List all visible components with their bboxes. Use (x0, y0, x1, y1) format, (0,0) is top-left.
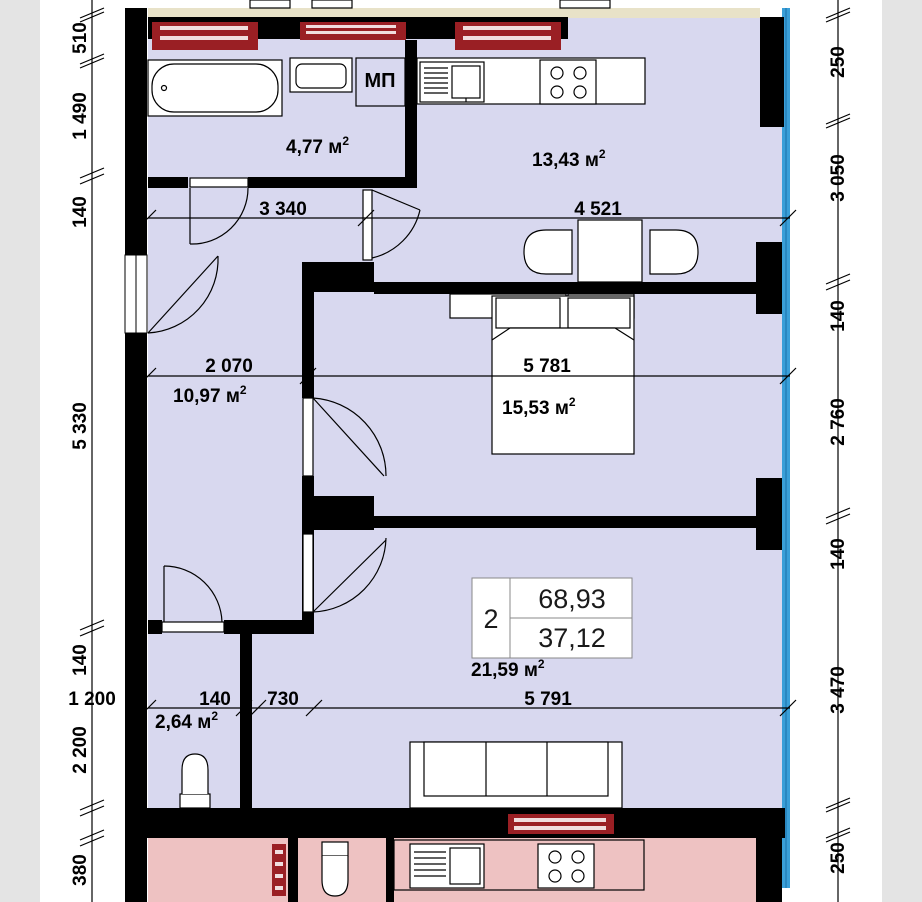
apartment-info-box: 2 68,93 37,12 (471, 577, 633, 659)
neighbor-counter (393, 839, 645, 891)
left-dimension-labels: 510 1 490 140 5 330 140 1 200 2 200 380 (68, 22, 116, 886)
neighbor-stove (537, 843, 595, 889)
bathroom-sink (289, 57, 353, 93)
dim-right-3050: 3 050 (828, 154, 849, 202)
utility-label: МП (364, 70, 395, 92)
dim-left-1200: 1 200 (68, 689, 116, 710)
double-bed (449, 293, 635, 455)
strip-top-beige (148, 8, 760, 18)
area-kitchen: 13,43 м2 (532, 147, 606, 171)
fixtures (147, 0, 699, 897)
area-hall: 10,97 м2 (173, 383, 247, 407)
dining-table (523, 219, 699, 283)
dim-140: 140 (199, 689, 231, 710)
dim-left-140a: 140 (70, 196, 91, 228)
right-dimension-labels: 250 3 050 140 2 760 140 3 470 250 (828, 46, 849, 874)
area-bathroom: 4,77 м2 (286, 134, 349, 158)
dim-right-140a: 140 (828, 300, 849, 332)
kitchen-sink (419, 61, 485, 103)
dim-right-250b: 250 (828, 842, 849, 874)
room-area-labels: 4,77 м2 13,43 м2 10,97 м2 15,53 м2 21,59… (155, 134, 606, 733)
area-wc: 2,64 м2 (155, 709, 218, 733)
dim-730: 730 (267, 689, 299, 710)
radiators (152, 22, 614, 896)
doors (147, 177, 421, 633)
dim-5791: 5 791 (524, 689, 572, 710)
neighbor-sink (409, 843, 485, 889)
dim-right-3470: 3 470 (828, 666, 849, 714)
dim-right-140b: 140 (828, 538, 849, 570)
inner-dimension-labels: 3 340 4 521 2 070 5 781 140 730 5 791 (199, 199, 622, 710)
dim-left-510: 510 (70, 22, 91, 54)
right-margin (882, 0, 922, 902)
rooms-count: 2 (483, 604, 498, 634)
dim-left-140b: 140 (70, 644, 91, 676)
dim-left-380: 380 (70, 854, 91, 886)
total-area: 68,93 (538, 584, 606, 614)
toilet (179, 753, 211, 809)
sofa (409, 741, 623, 809)
bathtub (147, 59, 283, 117)
dim-right-2760: 2 760 (828, 398, 849, 446)
dim-left-5330: 5 330 (70, 402, 91, 450)
radiator (272, 844, 286, 896)
left-margin (0, 0, 40, 902)
neighbor-toilet (321, 841, 349, 897)
dim-4521: 4 521 (574, 199, 622, 220)
stove (539, 59, 597, 105)
dimension-lines (79, 0, 851, 902)
dim-left-2200: 2 200 (70, 726, 91, 774)
utility-niche (355, 57, 406, 107)
radiator (508, 814, 614, 834)
area-living: 21,59 м2 (471, 657, 545, 681)
dim-3340: 3 340 (259, 199, 307, 220)
dim-5781: 5 781 (523, 356, 571, 377)
dim-right-250a: 250 (828, 46, 849, 78)
dim-2070: 2 070 (205, 356, 253, 377)
living-area: 37,12 (538, 623, 606, 653)
area-bedroom: 15,53 м2 (502, 395, 576, 419)
dim-left-1490: 1 490 (70, 92, 91, 140)
